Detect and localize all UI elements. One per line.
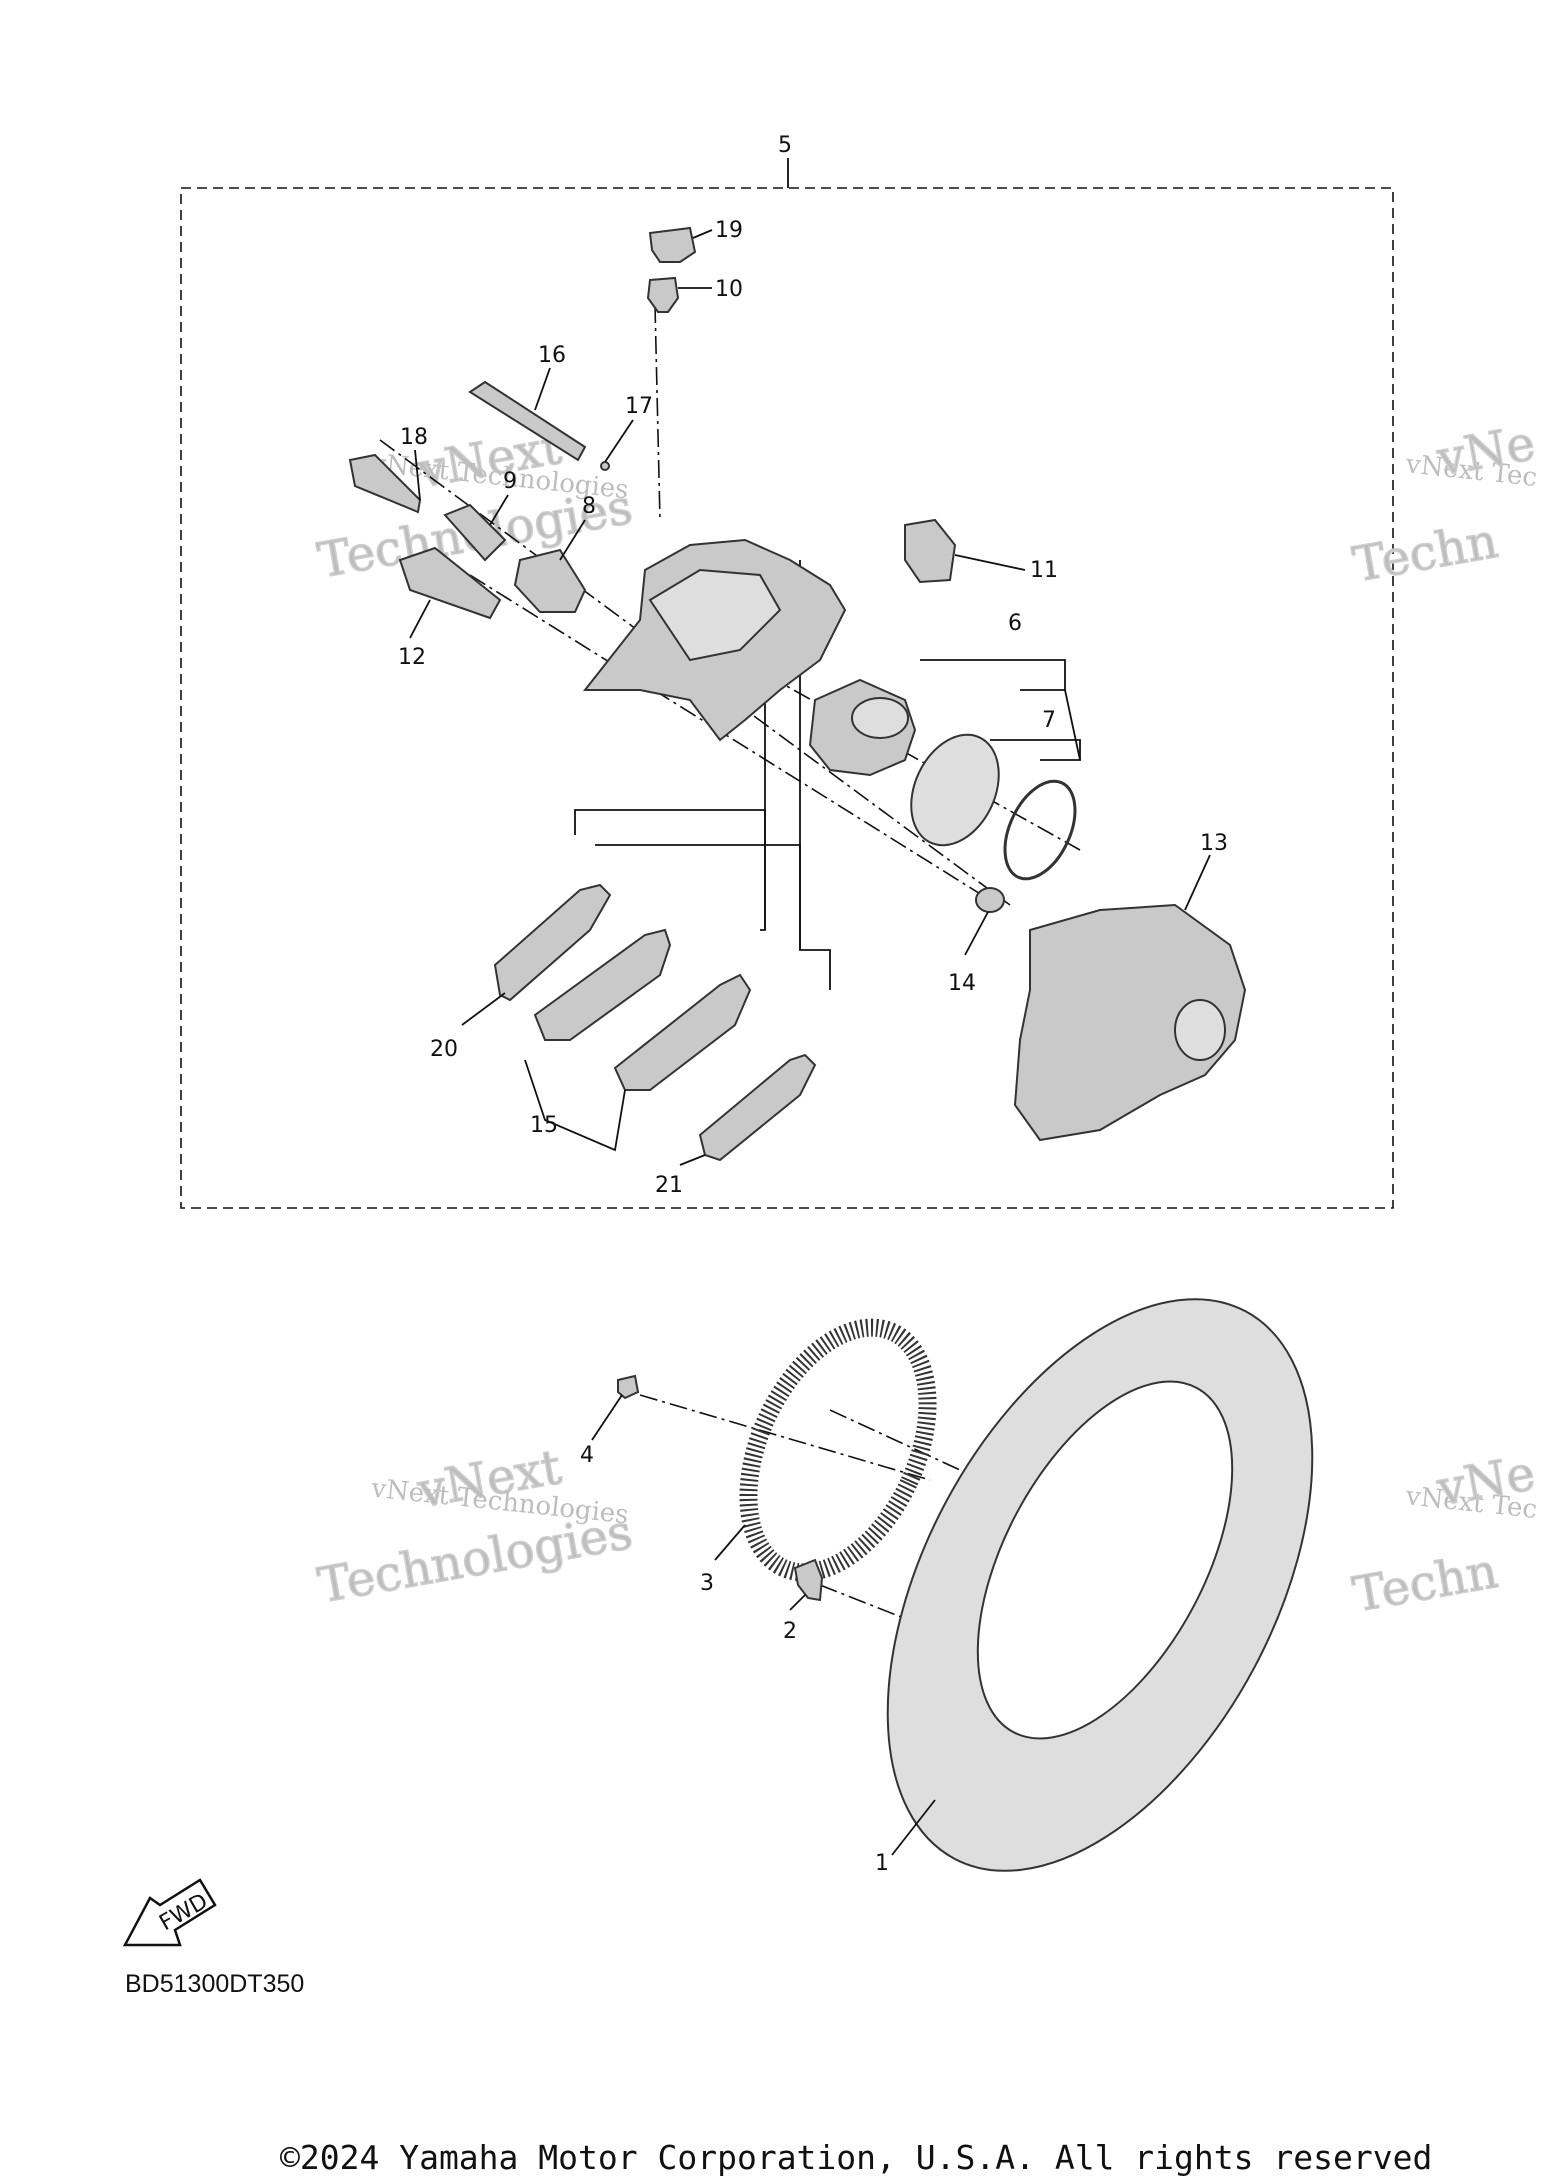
callout-11: 11 (1030, 558, 1058, 583)
part-8-boot (513, 548, 587, 613)
callout-17: 17 (625, 394, 653, 419)
callout-9-leader (489, 494, 509, 526)
part-16-pad-pin (468, 380, 587, 462)
part-3-sensor-rotor (739, 1318, 937, 1582)
callout-2-leader (789, 1594, 806, 1611)
callout-21-leader (679, 1154, 706, 1166)
caliper-body (582, 538, 847, 742)
part-2-rotor-bolt (793, 1558, 824, 1602)
axis-pins-left (379, 439, 1011, 906)
callout-11-leader (954, 554, 1026, 571)
callout-7: 7 (1042, 708, 1056, 733)
callout-17-leader (604, 419, 634, 463)
pad-bracket-left (574, 809, 766, 931)
callout-21: 21 (655, 1173, 683, 1198)
part-6-piston (808, 678, 917, 777)
axis-bleed-screw (654, 304, 661, 521)
callout-14-leader (964, 911, 989, 956)
watermark-outline-top-right-2: Techn (1349, 513, 1502, 593)
part-9-sleeve (443, 503, 507, 562)
part-12-bolt (398, 546, 502, 620)
callout-15: 15 (530, 1113, 558, 1138)
callout-18-leader (414, 449, 421, 501)
part-17-clip (600, 461, 610, 471)
callout-8: 8 (582, 494, 596, 519)
callout-14: 14 (948, 971, 976, 996)
part-13-caliper-bracket (1013, 903, 1247, 1142)
fwd-arrow-icon: FWD (122, 1878, 217, 1947)
callout-3-leader (714, 1524, 746, 1561)
part-10-bleed-screw (646, 276, 680, 313)
callout-20-leader (461, 992, 506, 1026)
axis-bolt-12 (469, 574, 991, 901)
callout-3: 3 (700, 1571, 714, 1596)
callout-10: 10 (715, 277, 743, 302)
watermark-group: vNext Technologies vNext Technologies vN… (313, 414, 1540, 1624)
callout-19: 19 (715, 218, 743, 243)
callout-6-leader (920, 659, 1066, 690)
diagram-code: BD51300DT350 (125, 1970, 305, 1998)
callout-13: 13 (1200, 831, 1228, 856)
part-11-pad-spring (904, 518, 957, 584)
callout-2: 2 (783, 1619, 797, 1644)
axis-rotor-center (829, 1409, 961, 1471)
callout-4: 4 (580, 1443, 594, 1468)
callout-4-leader (591, 1394, 623, 1441)
part-14-boot (975, 887, 1005, 913)
part-7-piston-seal (910, 733, 1000, 847)
callout-6-7-bracket (1020, 689, 1082, 761)
copyright-notice: ©2024 Yamaha Motor Corporation, U.S.A. A… (280, 2138, 1433, 2177)
callout-7-leader (990, 739, 1081, 760)
callout-8-leader (559, 519, 586, 561)
callout-20: 20 (430, 1037, 458, 1062)
callout-6: 6 (1008, 611, 1022, 636)
watermark-outline-bottom-right-2: Techn (1349, 1543, 1502, 1623)
part-18-bolt (348, 453, 422, 514)
callout-15-leader (524, 1059, 626, 1152)
part-4-bolt (617, 1374, 640, 1400)
callout-19-leader (692, 229, 713, 239)
part-15-pad-left (533, 928, 672, 1041)
callout-1-leader (891, 1799, 936, 1856)
part-7-dust-seal (1003, 779, 1077, 881)
callout-12-leader (409, 599, 431, 639)
callout-5: 5 (778, 133, 792, 158)
axis-rotor-sensor (639, 1394, 931, 1481)
callout-16: 16 (538, 343, 566, 368)
part-15-pad-right (613, 973, 752, 1091)
part-21-pad-shim (698, 1053, 817, 1162)
part-1-brake-disc (886, 1298, 1314, 1872)
callout-13-leader (1184, 854, 1211, 911)
part-19-bleed-cap (648, 226, 697, 263)
axis-piston (739, 659, 1081, 851)
callout-1: 1 (875, 1851, 889, 1876)
callout-16-leader (534, 367, 551, 411)
caliper-assembly-boundary (180, 187, 1394, 1209)
callout-18: 18 (400, 425, 428, 450)
callout-9: 9 (503, 469, 517, 494)
callout-12: 12 (398, 645, 426, 670)
